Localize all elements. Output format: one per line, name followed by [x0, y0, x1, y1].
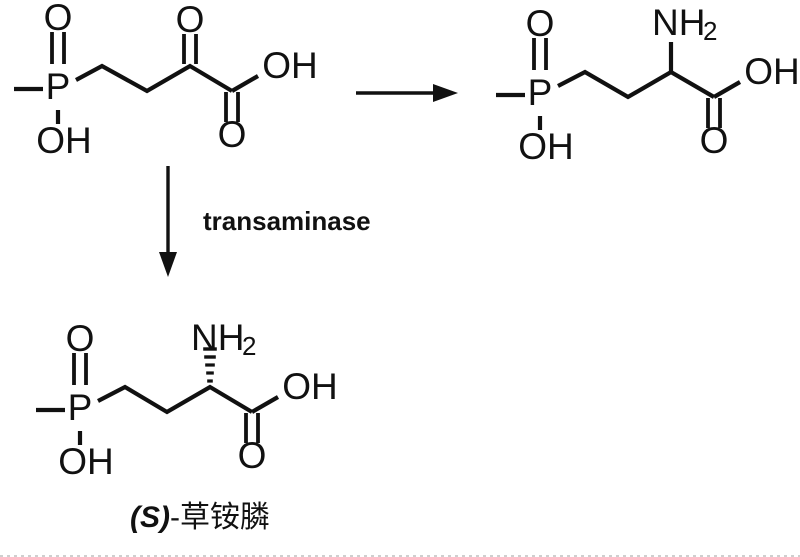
- product-bottom-phosphorus-label: P: [68, 387, 93, 428]
- reactant-carboxyl-hydroxyl-label: OH: [262, 45, 318, 86]
- product-bottom-hydroxyl-label: OH: [58, 441, 114, 482]
- product-bottom-caption: (S)-草铵膦: [130, 501, 270, 534]
- reaction-arrow-right: [356, 84, 458, 102]
- product-top-hydroxyl-label: OH: [518, 126, 574, 167]
- reactant-carboxyl-oh-bond: [230, 74, 260, 93]
- product-bottom-stereo-hashed-wedge: [203, 347, 217, 383]
- reactant-phosphoryl-oxygen-label: O: [44, 0, 73, 38]
- reactant-keto-oxygen-label: O: [176, 0, 205, 40]
- product-bottom-carboxyl-oxygen-label: O: [238, 435, 267, 476]
- product-bottom-carbon-chain: [97, 384, 254, 415]
- product-bottom-carboxyl-oh-bond: [250, 395, 280, 414]
- product-top-carboxyl-oxygen-label: O: [700, 120, 729, 161]
- product-top-phosphoryl-oxygen-label: O: [526, 3, 555, 44]
- reaction-arrow-right-head: [433, 84, 458, 102]
- reactant-carboxyl-oxygen-label: O: [218, 114, 247, 155]
- product-top-carboxyl-hydroxyl-label: OH: [744, 51, 800, 92]
- product-top-amine-subscript: 2: [703, 16, 717, 46]
- footer-divider: [0, 555, 800, 557]
- product-top-structure: O P OH NH 2 O OH: [496, 2, 800, 167]
- reaction-arrow-down: [159, 166, 177, 277]
- enzyme-label: transaminase: [203, 206, 371, 236]
- product-bottom-caption-separator: -: [170, 501, 180, 534]
- product-top-carboxyl-oh-bond: [712, 80, 742, 99]
- product-bottom-caption-text: (S)-草铵膦: [130, 501, 270, 534]
- reactant-structure: O P OH O O OH: [14, 0, 318, 161]
- product-bottom-stereo-descriptor: (S): [130, 501, 170, 534]
- reaction-arrow-down-head: [159, 252, 177, 277]
- product-bottom-caption-name: 草铵膦: [180, 501, 270, 534]
- product-bottom-phosphoryl-oxygen-label: O: [66, 318, 95, 359]
- reactant-hydroxyl-label: OH: [36, 120, 92, 161]
- product-bottom-amine-subscript: 2: [242, 331, 256, 361]
- product-bottom-structure: O P OH NH 2 O OH: [36, 317, 338, 482]
- product-bottom-amine-label: NH: [191, 317, 244, 358]
- product-top-amine-label: NH: [652, 2, 705, 43]
- product-top-phosphorus-label: P: [528, 72, 553, 113]
- product-bottom-carboxyl-hydroxyl-label: OH: [282, 366, 338, 407]
- reactant-carbon-chain: [75, 63, 234, 94]
- reactant-phosphorus-label: P: [46, 66, 71, 107]
- product-top-carbon-chain: [557, 69, 716, 100]
